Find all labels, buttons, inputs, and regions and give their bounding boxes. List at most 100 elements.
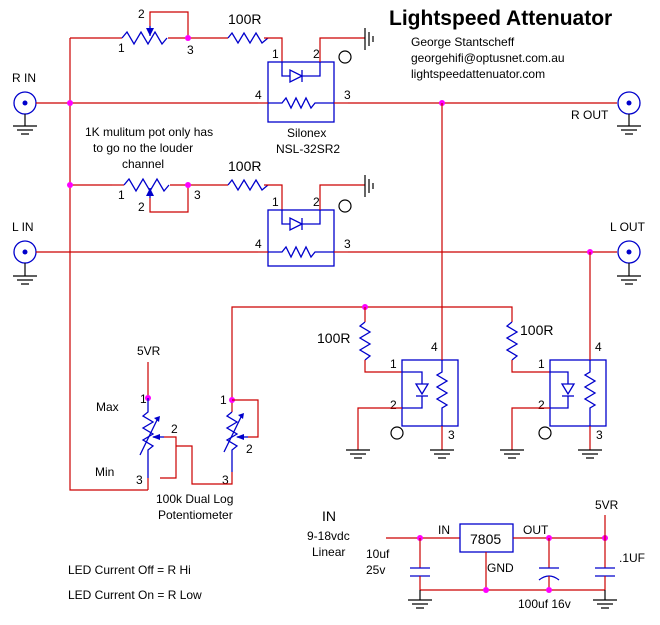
led-off-note: LED Current Off = R Hi [68,563,191,577]
l-opto-pad [338,199,352,213]
l-out-connector-icon [617,240,641,285]
svg-text:1: 1 [272,47,279,61]
svg-text:3: 3 [222,473,229,487]
svg-text:4: 4 [431,340,438,354]
regulator-gnd-pin: GND [487,561,514,575]
input-cap-value: 10uf [366,547,390,561]
shunt-optocoupler-left: 1 2 4 3 [390,340,459,442]
svg-text:3: 3 [448,428,455,442]
svg-text:3: 3 [344,88,351,102]
l-optocoupler: 1 2 4 3 [255,195,351,267]
diagram-title: Lightspeed Attenuator [389,7,612,30]
supply-in-volts: 9-18vdc [307,529,350,543]
junction-dot [67,100,73,106]
svg-text:3: 3 [187,43,194,57]
svg-text:2: 2 [390,398,397,412]
regulator-out-pin: OUT [523,523,549,537]
junction-dot [67,182,73,188]
ground-icon [346,449,370,459]
opto-part-label: NSL-32SR2 [276,142,340,156]
svg-text:3: 3 [136,473,143,487]
shunt-resistor-left-icon [358,321,372,361]
pot-max-label: Max [96,400,119,414]
multiturn-note-line3: channel [122,157,164,171]
author-email: georgehifi@optusnet.com.au [411,51,565,65]
svg-text:3: 3 [194,188,201,202]
dual-log-potentiometer: 5VR Max Min 1 2 3 1 2 3 100k Dual Log Po… [95,344,259,522]
l-in-connector-icon [13,240,37,285]
power-supply: IN 9-18vdc Linear IN 7805 OUT GND 5VR 10… [307,498,645,611]
r-out-connector-icon [617,91,641,135]
svg-text:2: 2 [138,200,145,214]
supply-in-title: IN [322,508,336,524]
shunt-optocoupler-right: 1 2 4 3 [538,340,607,442]
l-trim-pot: 1 2 3 [112,177,228,214]
shunt-right-pad [538,426,552,440]
author-name: George Stantscheff [411,35,515,49]
svg-text:3: 3 [596,428,603,442]
regulator-label: 7805 [470,531,501,547]
svg-text:2: 2 [313,47,320,61]
multiturn-note-line2: to go no the louder [93,141,193,155]
shunt-resistor-right-label: 100R [520,322,553,338]
output-capacitor-icon [538,538,560,590]
l-in-label: L IN [12,220,34,234]
multiturn-note-line1: 1K mulitum pot only has [85,125,213,139]
author-website: lightspeedattenuator.com [411,67,545,81]
r-trim-pot: 2 1 3 [110,7,228,57]
output-cap-label: 100uf 16v [518,597,571,611]
svg-text:4: 4 [255,237,262,251]
shunt-resistor-left-label: 100R [317,330,350,346]
svg-text:1: 1 [390,357,397,371]
pot-caption-line1: 100k Dual Log [156,492,233,506]
svg-text:2: 2 [171,422,178,436]
svg-text:1: 1 [140,392,147,406]
l-out-label: L OUT [610,220,646,234]
shunt-section: 100R 1 2 4 3 100R [231,103,607,459]
r-out-label: R OUT [571,108,609,122]
ground-icon [364,28,374,50]
r-resistor-label: 100R [228,11,261,27]
shunt-resistor-right-icon [505,321,519,361]
regulator-in-pin: IN [438,523,450,537]
pot-supply-label: 5VR [137,344,161,358]
opto-maker-label: Silonex [287,126,326,140]
svg-text:1: 1 [220,393,227,407]
led-on-note: LED Current On = R Low [68,588,202,602]
svg-text:2: 2 [313,195,320,209]
shunt-left-pad [390,426,404,440]
ground-icon [430,449,454,459]
ground-icon [408,590,432,609]
svg-text:4: 4 [595,340,602,354]
l-resistor-label: 100R [228,158,261,174]
bypass-cap-label: .1UF [619,551,645,565]
svg-text:1: 1 [118,41,125,55]
svg-text:1: 1 [272,195,279,209]
pot-caption-line2: Potentiometer [158,508,233,522]
bypass-capacitor-icon [595,538,615,590]
input-capacitor-icon [410,538,430,590]
svg-text:4: 4 [255,88,262,102]
ground-icon [364,175,374,197]
r-in-connector-icon [13,91,37,135]
ground-icon [500,449,524,459]
svg-text:1: 1 [118,188,125,202]
svg-text:2: 2 [138,7,145,21]
supply-out-label: 5VR [595,498,619,512]
r-series-resistor-icon [227,31,283,62]
r-opto-pad [338,50,352,64]
l-series-resistor-icon [227,178,283,210]
pot-min-label: Min [95,465,114,479]
l-channel: L IN L OUT 1 2 3 100R [12,158,646,285]
r-optocoupler: 1 2 4 3 [255,47,351,123]
svg-text:2: 2 [246,442,253,456]
r-in-label: R IN [12,71,36,85]
supply-in-type: Linear [312,545,345,559]
input-cap-voltage: 25v [366,563,385,577]
svg-text:1: 1 [538,357,545,371]
svg-text:3: 3 [344,237,351,251]
ground-icon [578,449,602,459]
ground-icon [593,590,617,609]
svg-text:2: 2 [538,398,545,412]
